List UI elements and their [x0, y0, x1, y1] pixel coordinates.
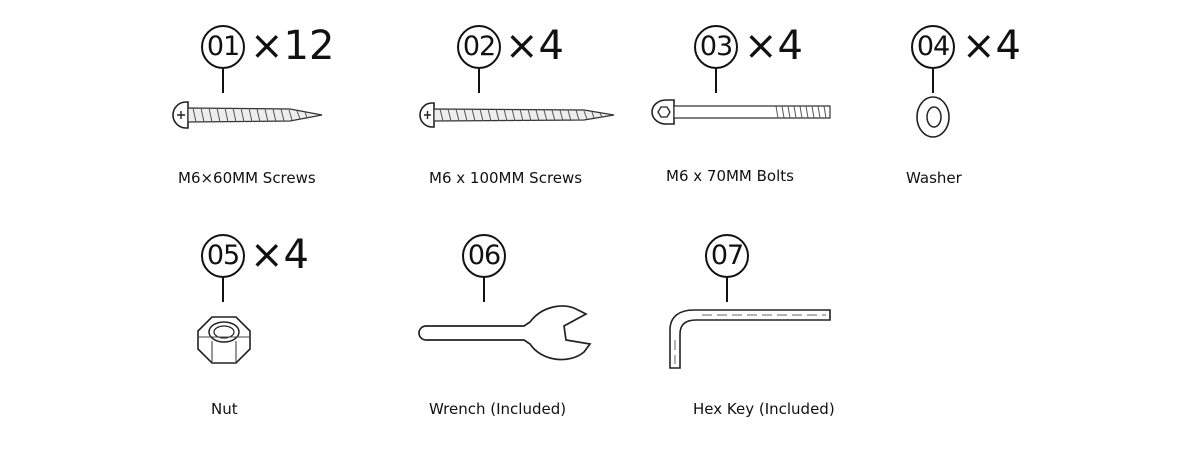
part-number-badge: 06: [462, 234, 506, 278]
leader-line: [932, 69, 934, 93]
bolt-icon: [651, 99, 831, 125]
part-label: Nut: [211, 400, 238, 418]
leader-line: [483, 278, 485, 302]
part-quantity: ×4: [744, 23, 803, 69]
part-quantity: ×4: [250, 232, 309, 278]
part-number-badge: 03: [694, 25, 738, 69]
part-number-badge: 01: [201, 25, 245, 69]
part-number-badge: 04: [911, 25, 955, 69]
part-label: Wrench (Included): [429, 400, 567, 418]
part-number-badge: 02: [457, 25, 501, 69]
nut-icon: [197, 316, 251, 364]
long-screw-icon: [419, 102, 615, 128]
part-quantity: ×4: [962, 23, 1021, 69]
leader-line: [222, 278, 224, 302]
hex-key-icon: [669, 309, 831, 369]
part-label: M6 x 70MM Bolts: [666, 167, 794, 185]
washer-icon: [916, 96, 950, 138]
part-label: M6 x 100MM Screws: [429, 169, 583, 187]
part-quantity: ×4: [505, 23, 564, 69]
part-quantity: ×12: [250, 23, 335, 69]
part-number-badge: 05: [201, 234, 245, 278]
leader-line: [222, 69, 224, 93]
part-label: Hex Key (Included): [693, 400, 835, 418]
part-label: Washer: [906, 169, 962, 187]
part-number-badge: 07: [705, 234, 749, 278]
leader-line: [478, 69, 480, 93]
leader-line: [726, 278, 728, 302]
part-label: M6×60MM Screws: [178, 169, 316, 187]
leader-line: [715, 69, 717, 93]
wrench-icon: [418, 305, 592, 361]
screw-icon: [172, 101, 323, 129]
